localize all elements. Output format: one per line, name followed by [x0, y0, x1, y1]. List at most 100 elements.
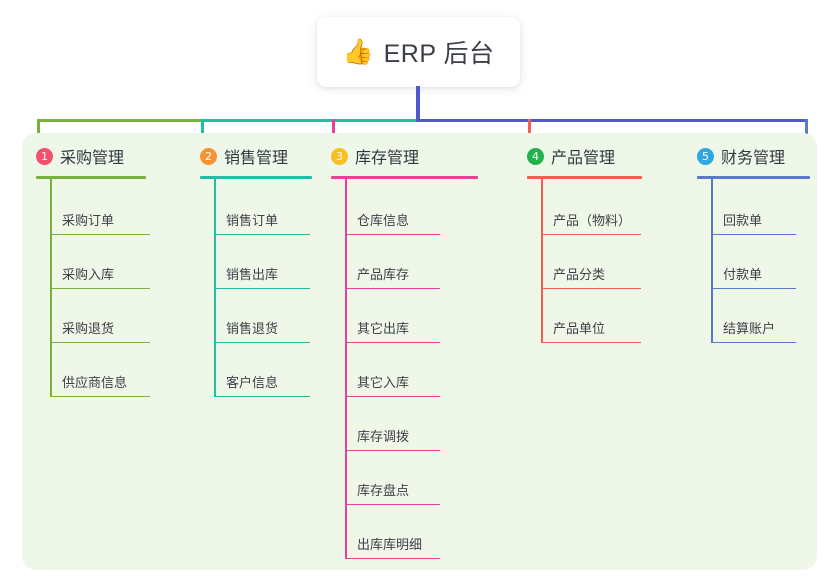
branch-item[interactable]: 供应商信息 — [36, 365, 166, 397]
thumbs-up-icon: 👍 — [342, 37, 374, 66]
branch-item-label: 销售出库 — [226, 267, 279, 282]
branch-item-label: 出库库明细 — [357, 537, 423, 552]
branch-index-badge: 5 — [697, 147, 714, 165]
branch-item-underline — [345, 557, 440, 559]
branch-item-label: 采购订单 — [62, 213, 115, 228]
branch-index-badge: 2 — [200, 147, 217, 165]
branch-item-label: 库存盘点 — [357, 483, 410, 498]
branches-panel — [22, 133, 817, 570]
bus-segment-1 — [37, 119, 202, 122]
branch-item-underline — [541, 287, 641, 289]
branch-item-underline — [345, 503, 440, 505]
branch-drop-2 — [201, 119, 204, 140]
branch-item[interactable]: 采购退货 — [36, 311, 166, 343]
branch-item[interactable]: 结算账户 — [697, 311, 812, 343]
bus-segment-2 — [201, 119, 419, 122]
branch-item-underline — [214, 233, 310, 235]
branch-title: 库存管理 — [355, 150, 420, 167]
branch-item[interactable]: 产品单位 — [527, 311, 657, 343]
root-node[interactable]: 👍 ERP 后台 — [317, 17, 520, 87]
branch-item[interactable]: 其它出库 — [331, 311, 456, 343]
branch-item-label: 产品（物料） — [553, 213, 632, 228]
branch-drop-1 — [37, 119, 40, 140]
branch-item-label: 付款单 — [723, 267, 763, 282]
branch-item-underline — [711, 287, 796, 289]
branch-title: 销售管理 — [224, 150, 289, 167]
branch-item[interactable]: 库存调拨 — [331, 419, 456, 451]
branch-item-underline — [50, 287, 150, 289]
branch-item-label: 产品单位 — [553, 321, 606, 336]
branch-column-库存管理: 3 库存管理仓库信息产品库存其它出库其它入库库存调拨库存盘点出库库明细 — [331, 0, 518, 588]
branch-index-badge: 4 — [527, 147, 544, 165]
branch-header-销售管理[interactable]: 2 销售管理 — [200, 144, 288, 168]
branch-underline — [200, 176, 312, 179]
branch-index-badge: 1 — [36, 147, 53, 165]
branch-header-产品管理[interactable]: 4 产品管理 — [527, 144, 615, 168]
branch-item-underline — [345, 287, 440, 289]
branch-column-采购管理: 1 采购管理采购订单采购入库采购退货供应商信息 — [36, 0, 186, 588]
branch-item[interactable]: 产品（物料） — [527, 203, 657, 235]
branch-title: 产品管理 — [551, 150, 616, 167]
branch-item[interactable]: 付款单 — [697, 257, 812, 289]
branch-header-库存管理[interactable]: 3 库存管理 — [331, 144, 419, 168]
branch-item-label: 仓库信息 — [357, 213, 410, 228]
branch-spine — [711, 179, 713, 343]
branch-spine — [541, 179, 543, 343]
branch-item-label: 销售订单 — [226, 213, 279, 228]
branch-spine — [345, 179, 347, 559]
branch-item[interactable]: 销售订单 — [200, 203, 326, 235]
branch-item-underline — [711, 341, 796, 343]
branch-item[interactable]: 采购入库 — [36, 257, 166, 289]
branch-item-underline — [50, 233, 150, 235]
branch-item-label: 采购退货 — [62, 321, 115, 336]
branch-item-label: 产品分类 — [553, 267, 606, 282]
branch-item[interactable]: 产品分类 — [527, 257, 657, 289]
branch-title: 财务管理 — [721, 150, 786, 167]
branch-title: 采购管理 — [60, 150, 125, 167]
branch-header-采购管理[interactable]: 1 采购管理 — [36, 144, 124, 168]
branch-underline — [697, 176, 810, 179]
branch-item-underline — [214, 341, 310, 343]
branch-item-label: 采购入库 — [62, 267, 115, 282]
branch-item[interactable]: 销售退货 — [200, 311, 326, 343]
branch-underline — [527, 176, 642, 179]
branch-item-underline — [50, 395, 150, 397]
branch-item-underline — [214, 395, 310, 397]
bus-segment-3 — [416, 119, 806, 122]
branch-item-underline — [345, 395, 440, 397]
branch-item[interactable]: 产品库存 — [331, 257, 456, 289]
branch-item-underline — [541, 233, 641, 235]
branch-column-财务管理: 5 财务管理回款单付款单结算账户 — [697, 0, 839, 588]
branch-item-label: 其它出库 — [357, 321, 410, 336]
branch-item-label: 库存调拨 — [357, 429, 410, 444]
branch-item-underline — [711, 233, 796, 235]
branch-drop-3 — [332, 119, 335, 140]
branch-item-label: 结算账户 — [723, 321, 776, 336]
branch-item-label: 产品库存 — [357, 267, 410, 282]
branch-item-underline — [345, 341, 440, 343]
page-title: ERP 后台 — [383, 40, 495, 68]
branch-item[interactable]: 库存盘点 — [331, 473, 456, 505]
branch-item[interactable]: 销售出库 — [200, 257, 326, 289]
branch-column-销售管理: 2 销售管理销售订单销售出库销售退货客户信息 — [200, 0, 352, 588]
branch-item-underline — [541, 341, 641, 343]
branch-item-underline — [214, 287, 310, 289]
branch-drop-4 — [528, 119, 531, 140]
root-stem-line — [416, 86, 420, 122]
branch-item[interactable]: 回款单 — [697, 203, 812, 235]
branch-item[interactable]: 客户信息 — [200, 365, 326, 397]
branch-drop-5 — [805, 119, 808, 140]
branch-index-badge: 3 — [331, 147, 348, 165]
branch-underline — [36, 176, 146, 179]
branch-item-label: 回款单 — [723, 213, 763, 228]
branch-item-label: 供应商信息 — [62, 375, 128, 390]
branch-header-财务管理[interactable]: 5 财务管理 — [697, 144, 785, 168]
branch-column-产品管理: 4 产品管理产品（物料） 产品分类产品单位 — [527, 0, 682, 588]
branch-item-label: 销售退货 — [226, 321, 279, 336]
branch-item[interactable]: 采购订单 — [36, 203, 166, 235]
branch-item[interactable]: 其它入库 — [331, 365, 456, 397]
branch-item[interactable]: 出库库明细 — [331, 527, 456, 559]
branch-item[interactable]: 仓库信息 — [331, 203, 456, 235]
branch-item-label: 客户信息 — [226, 375, 279, 390]
